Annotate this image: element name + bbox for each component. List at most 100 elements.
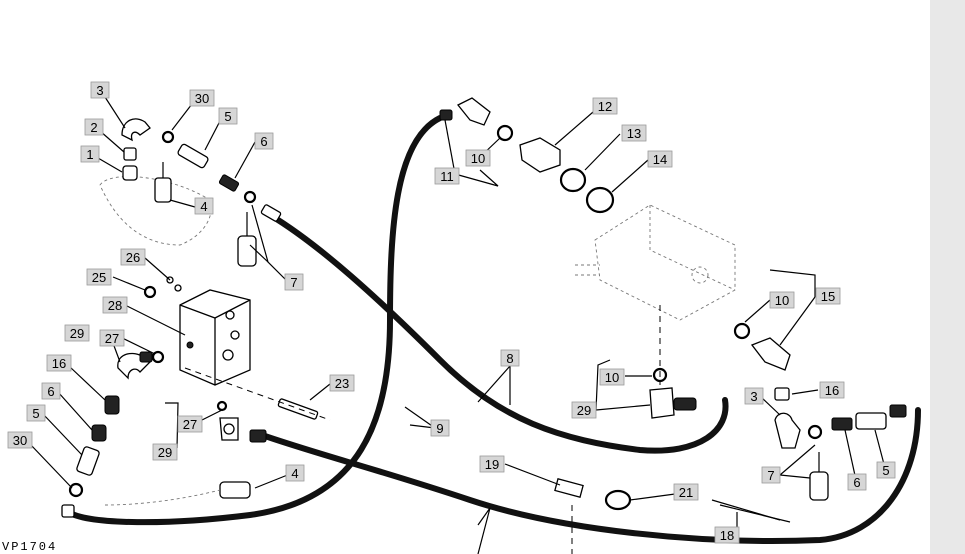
- leader-lines: [29, 96, 886, 554]
- callout-label: 9: [436, 421, 443, 436]
- callout-label: 23: [335, 376, 349, 391]
- callout-label: 8: [506, 351, 513, 366]
- o-ring-30-left: [68, 482, 84, 498]
- hose-end-fitting-center: [249, 429, 267, 443]
- callout-label: 4: [200, 199, 207, 214]
- callout-24: 25: [86, 268, 112, 286]
- callout-label: 29: [70, 326, 84, 341]
- callout-label: 2: [90, 120, 97, 135]
- drawing-id: VP1704: [2, 540, 58, 554]
- callout-label: 14: [653, 152, 667, 167]
- parts-diagram: 3 30 2 5 1 6 4 7 26 25 28 29 27 16 6 5 3…: [7, 81, 921, 554]
- sensor-4-bottom: [104, 481, 251, 506]
- callout-label: 30: [13, 433, 27, 448]
- callout-2: 2: [84, 118, 104, 136]
- strap-18-b: [719, 504, 791, 523]
- callout-3-right: 3: [744, 387, 764, 405]
- hose-long-left: [65, 115, 443, 526]
- plug-12: [519, 137, 561, 173]
- callout-16-right: 16: [819, 381, 845, 399]
- o-ring-26-left: [151, 350, 165, 364]
- callout-label: 6: [47, 384, 54, 399]
- hose-center-diagonal: [267, 212, 729, 454]
- fitting-6-right: [831, 417, 853, 431]
- callout-label: 4: [291, 466, 298, 481]
- callout-label: 15: [821, 289, 835, 304]
- hose-end-fitting-left: [61, 504, 75, 518]
- bolt-23: [277, 398, 319, 420]
- callout-label: 10: [605, 370, 619, 385]
- sensor-4-top: [154, 162, 172, 203]
- o-ring-14: [585, 186, 615, 214]
- elbow-27-center: [219, 417, 239, 441]
- fitting-5-top: [177, 143, 209, 169]
- callout-label: 6: [260, 134, 267, 149]
- centerline-block: [184, 367, 331, 421]
- callout-19: 19: [479, 455, 505, 473]
- callout-label: 27: [105, 331, 119, 346]
- elbow-fitting-29: [649, 387, 697, 419]
- callout-21: 21: [673, 483, 699, 501]
- callout-label: 27: [183, 417, 197, 432]
- o-ring-26-center: [216, 400, 228, 412]
- callout-label: 30: [195, 91, 209, 106]
- callout-5-right: 5: [876, 461, 896, 479]
- elbow-fitting-15: [750, 337, 791, 371]
- callout-8: 8: [500, 349, 520, 367]
- callout-label: 7: [290, 275, 297, 290]
- valve-block: [179, 289, 251, 386]
- callout-5-left: 5: [26, 404, 46, 422]
- o-ring-10-right: [733, 322, 751, 340]
- valve-housing-outline: [575, 204, 736, 321]
- callout-18: 18: [714, 526, 740, 544]
- sensor-7-right: [809, 452, 829, 501]
- callout-label: 18: [720, 528, 734, 543]
- callout-27-left: 29: [64, 324, 90, 342]
- callout-label: 12: [598, 99, 612, 114]
- callout-4-top: 4: [194, 197, 214, 215]
- callout-27-center: 29: [152, 443, 178, 461]
- callout-label: 11: [440, 169, 454, 184]
- callout-9: 9: [430, 419, 450, 437]
- callout-26-center: 27: [177, 415, 203, 433]
- callout-30-left: 30: [7, 431, 33, 449]
- callout-11: 11: [434, 167, 460, 185]
- callout-label: 5: [32, 406, 39, 421]
- shield-outline: [99, 176, 212, 246]
- callout-label: 29: [158, 445, 172, 460]
- callout-label: 6: [853, 475, 860, 490]
- callout-10-center: 10: [599, 368, 625, 386]
- sensor-7-top: [237, 212, 257, 267]
- callout-label: 26: [126, 250, 140, 265]
- fitting-6-left: [91, 424, 107, 442]
- elbow-fitting-11: [439, 97, 491, 126]
- callout-label: 5: [882, 463, 889, 478]
- fitting-6-top: [218, 174, 240, 192]
- callout-label: 13: [627, 126, 641, 141]
- callout-label: 21: [679, 485, 693, 500]
- callout-6-left: 6: [41, 382, 61, 400]
- fitting-5-left: [76, 446, 100, 476]
- callout-29: 29: [571, 401, 597, 419]
- callout-label: 7: [767, 468, 774, 483]
- callout-10-right: 10: [769, 291, 795, 309]
- hose-end-fitting-right: [889, 404, 907, 418]
- callout-label: 25: [92, 270, 106, 285]
- callout-26-left: 27: [99, 329, 125, 347]
- callout-3-left: 3: [90, 81, 110, 99]
- o-ring-10-center: [652, 367, 668, 383]
- elbow-27-left: [117, 351, 153, 380]
- plug-2: [123, 147, 137, 161]
- o-ring-30-top: [161, 130, 175, 144]
- o-ring-10-top: [496, 124, 514, 142]
- fitting-16-left: [104, 395, 120, 415]
- hose-lower-long: [259, 407, 921, 544]
- clip-19: [554, 478, 584, 498]
- nut-1: [122, 165, 138, 181]
- callout-23: 23: [329, 374, 355, 392]
- callout-7-top: 7: [284, 273, 304, 291]
- callout-15: 15: [815, 287, 841, 305]
- callout-label: 1: [86, 147, 93, 162]
- callout-label: 5: [224, 109, 231, 124]
- callout-16-left: 16: [46, 354, 72, 372]
